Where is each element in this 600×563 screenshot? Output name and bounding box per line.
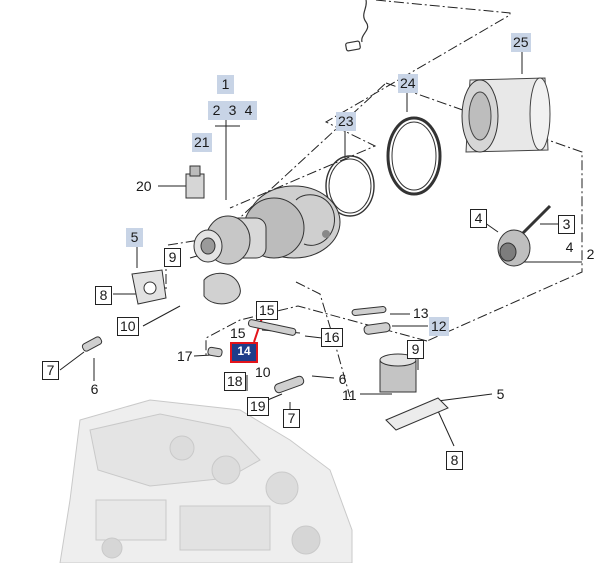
- callout-5[interactable]: 5: [126, 228, 143, 247]
- filter-part: [461, 77, 551, 153]
- callout-3[interactable]: 3: [558, 215, 575, 234]
- callout-8[interactable]: 8: [95, 286, 112, 305]
- callout-19[interactable]: 19: [247, 397, 269, 416]
- callout-21[interactable]: 21: [192, 133, 212, 152]
- callout-4[interactable]: 4: [470, 209, 487, 228]
- clamp-and-gasket: [325, 116, 442, 217]
- fittings: [81, 306, 391, 394]
- callout-5[interactable]: 5: [496, 386, 505, 402]
- callout-15[interactable]: 15: [256, 301, 278, 320]
- callout-10[interactable]: 10: [255, 364, 271, 380]
- pressure-sensor: [185, 165, 205, 199]
- gasket-plate: [131, 269, 167, 305]
- callout-12[interactable]: 12: [429, 317, 449, 336]
- callout-25[interactable]: 25: [511, 33, 531, 52]
- callout-11[interactable]: 11: [342, 387, 357, 403]
- sensor-harness: [345, 0, 369, 52]
- callout-7[interactable]: 7: [283, 409, 300, 428]
- callout-3[interactable]: 3: [224, 101, 241, 120]
- callout-14-selected[interactable]: 14: [230, 342, 258, 363]
- callout-13[interactable]: 13: [413, 305, 429, 321]
- callout-15[interactable]: 15: [230, 325, 246, 341]
- callout-6[interactable]: 6: [90, 381, 99, 397]
- turbocharger-part: [193, 185, 341, 305]
- callout-9[interactable]: 9: [407, 340, 424, 359]
- engine-block: [59, 399, 353, 563]
- callout-4[interactable]: 4: [240, 101, 257, 120]
- callout-23[interactable]: 23: [336, 112, 356, 131]
- callout-1[interactable]: 1: [217, 75, 234, 94]
- callout-24[interactable]: 24: [398, 74, 418, 93]
- callout-16[interactable]: 16: [321, 328, 343, 347]
- callout-2[interactable]: 2: [586, 246, 595, 262]
- callout-18[interactable]: 18: [224, 372, 246, 391]
- callout-17[interactable]: 17: [177, 348, 193, 364]
- callout-10[interactable]: 10: [117, 317, 139, 336]
- callout-6[interactable]: 6: [338, 371, 347, 387]
- callout-20[interactable]: 20: [136, 178, 152, 194]
- callout-2[interactable]: 2: [208, 101, 225, 120]
- callout-8[interactable]: 8: [446, 451, 463, 470]
- valve-part: [379, 353, 449, 431]
- callout-4[interactable]: 4: [565, 239, 574, 255]
- callout-7[interactable]: 7: [42, 361, 59, 380]
- actuator-part: [497, 204, 552, 267]
- callout-9[interactable]: 9: [164, 248, 181, 267]
